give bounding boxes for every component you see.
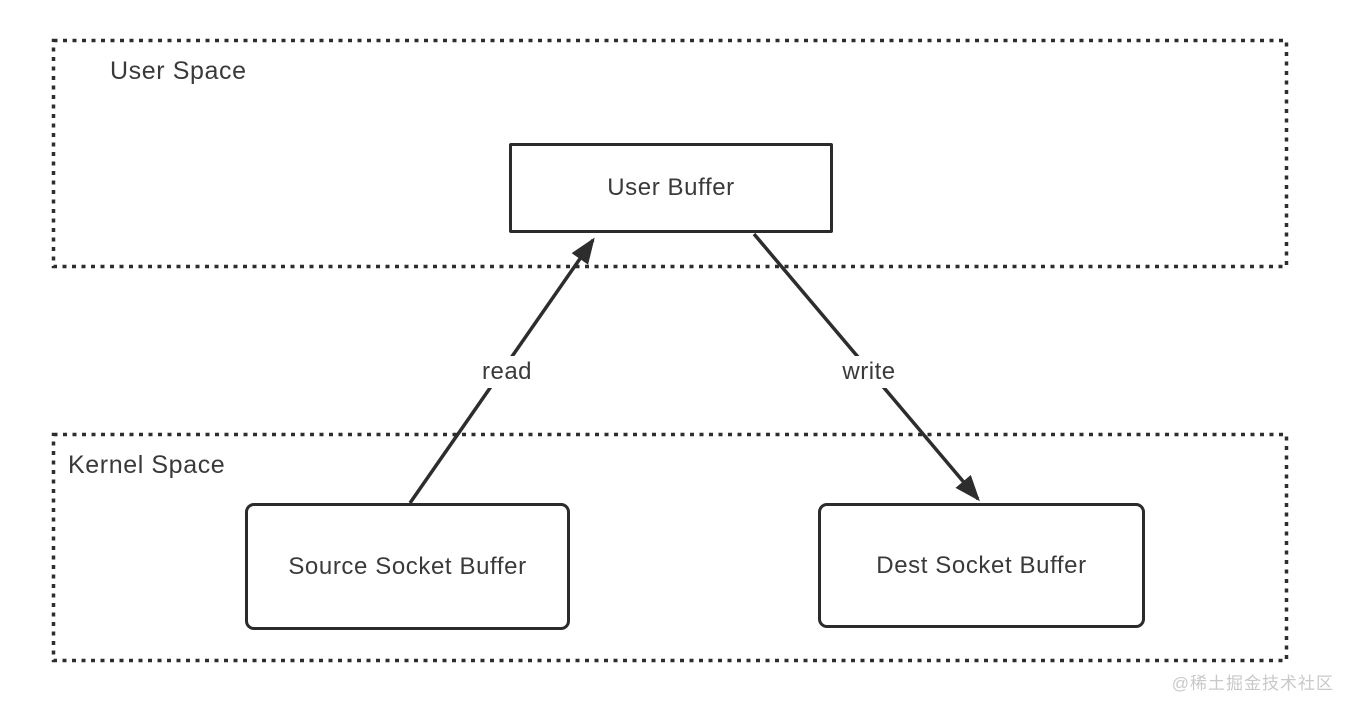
source-socket-buffer-label: Source Socket Buffer xyxy=(288,552,527,580)
source-socket-buffer-node: Source Socket Buffer xyxy=(245,503,570,630)
user-space-label: User Space xyxy=(110,57,247,85)
dest-socket-buffer-node: Dest Socket Buffer xyxy=(818,503,1145,628)
watermark-text: @稀土掘金技术社区 xyxy=(1171,674,1334,693)
dest-socket-buffer-label: Dest Socket Buffer xyxy=(876,551,1087,579)
kernel-space-label: Kernel Space xyxy=(68,451,226,479)
read-edge-label: read xyxy=(473,356,541,388)
write-edge-label: write xyxy=(834,356,904,388)
user-buffer-label: User Buffer xyxy=(607,174,735,201)
kernel-space-region xyxy=(51,432,1289,663)
user-buffer-node: User Buffer xyxy=(509,143,833,233)
user-space-region xyxy=(51,38,1289,269)
